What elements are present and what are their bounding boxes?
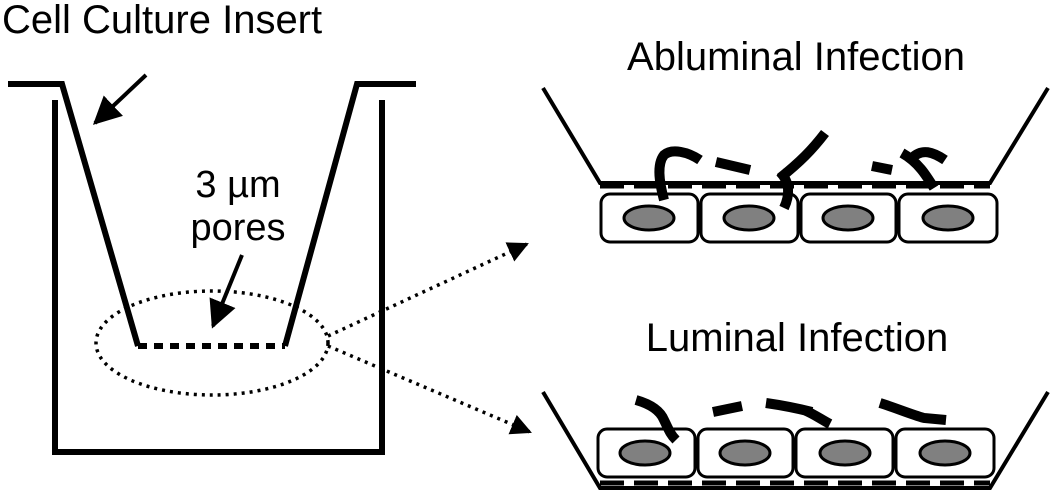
pores-label-line2: pores xyxy=(190,207,285,249)
bacterium xyxy=(765,398,833,429)
abluminal-title: Abluminal Infection xyxy=(627,35,965,79)
bacterium xyxy=(899,147,948,191)
cell-nucleus xyxy=(921,204,975,232)
bacterium xyxy=(634,395,680,444)
abluminal-panel xyxy=(541,86,1050,244)
bacterium xyxy=(714,157,752,175)
bacterium xyxy=(871,161,893,175)
bacterium xyxy=(776,129,829,211)
bacterium xyxy=(878,398,947,425)
cell-nucleus xyxy=(718,439,772,467)
abluminal-insert-walls xyxy=(541,86,1050,185)
cell-nucleus xyxy=(622,204,676,232)
luminal-bacteria xyxy=(634,395,947,444)
cell-nucleus xyxy=(821,204,875,232)
culture-insert xyxy=(8,81,416,347)
zoom-arrow-abluminal xyxy=(327,242,529,338)
pores-label-line1: 3 µm xyxy=(195,164,280,206)
culture-well xyxy=(52,100,385,455)
zoom-arrow-luminal xyxy=(327,344,532,435)
abluminal-cell-layer xyxy=(599,192,999,244)
luminal-insert-walls xyxy=(541,390,1050,490)
bacterium xyxy=(654,146,703,202)
cell-nucleus xyxy=(818,439,872,467)
cell-nucleus xyxy=(722,204,776,232)
cell-nucleus xyxy=(618,439,672,467)
cell-nucleus xyxy=(918,439,972,467)
insert-label: Cell Culture Insert xyxy=(2,0,322,42)
zoom-ellipse xyxy=(94,289,330,397)
luminal-panel xyxy=(541,390,1050,490)
insert-right-wall xyxy=(282,81,416,347)
insert-left-wall xyxy=(8,81,141,347)
bacterium xyxy=(711,401,744,417)
luminal-title: Luminal Infection xyxy=(646,316,948,360)
insert-arrow xyxy=(92,73,148,125)
abluminal-bacteria xyxy=(654,129,948,211)
luminal-cell-layer xyxy=(596,427,996,479)
outer-well-walls xyxy=(52,100,385,455)
